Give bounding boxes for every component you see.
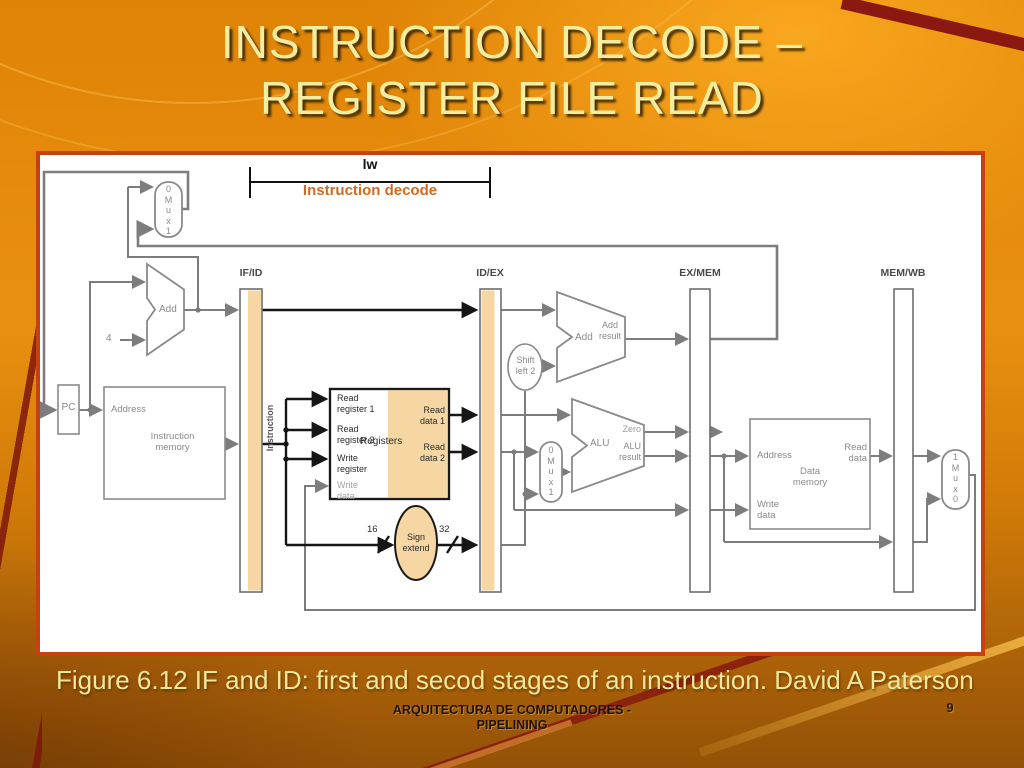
- pipeline-register-idex: [479, 288, 502, 593]
- pipereg-label-ifid: IF/ID: [239, 267, 263, 279]
- instruction-memory-box: [103, 386, 226, 500]
- data-memory-box: [749, 418, 871, 530]
- slide-title: INSTRUCTION DECODE – REGISTER FILE READ: [220, 16, 804, 124]
- write-back-mux: [941, 449, 970, 510]
- reg-write-data-label: Write data: [337, 480, 358, 501]
- bus-width-slashes: [376, 535, 460, 554]
- alu-result-label: ALU result: [618, 441, 641, 462]
- add-pc4-label: Add: [159, 304, 177, 315]
- read-data-1-label: Read data 1: [419, 405, 445, 426]
- write-back-mux-label: 1 M u x 0: [951, 452, 960, 505]
- shift-left-2-unit: [507, 343, 543, 391]
- alu-label: ALU: [590, 438, 610, 449]
- pipereg-label-memwb: MEM/WB: [880, 267, 926, 279]
- figure-panel: lw Instruction decode IF/ID ID/EX EX/MEM…: [36, 151, 985, 656]
- instruction-bus: [262, 399, 288, 545]
- pc-box: [57, 384, 80, 435]
- alu-src-mux: [539, 441, 563, 503]
- wires-gray: [127, 187, 725, 546]
- read-data-2-label: Read data 2: [419, 442, 445, 463]
- pc-src-mux-label: 0 M u x 1: [164, 184, 173, 237]
- instruction-label: lw: [362, 156, 378, 172]
- imem-address-label: Address: [111, 404, 146, 415]
- data-memory-label: Data memory: [792, 466, 828, 488]
- pipereg-label-idex: ID/EX: [476, 267, 504, 279]
- stage-bracket: [249, 167, 491, 198]
- wires-black-arrows: [262, 301, 479, 554]
- sign-extend-label: Sign extend: [402, 532, 430, 553]
- pipereg-label-exmem: EX/MEM: [679, 267, 721, 279]
- pipeline-register-ifid: [239, 288, 263, 593]
- constant-4-label: 4: [106, 333, 112, 344]
- dmem-address-label: Address: [757, 450, 792, 461]
- junction-dots-gray: [87, 307, 727, 497]
- instruction-vertical-label: Instruction: [265, 404, 275, 452]
- junction-dots-black: [283, 427, 289, 462]
- dmem-write-data-label: Write data: [757, 499, 779, 521]
- registers-label: Registers: [360, 436, 403, 447]
- registers-box: [328, 387, 451, 501]
- figure-caption: Figure 6.12 IF and ID: first and secod s…: [56, 665, 974, 695]
- footer-course-title: ARQUITECTURA DE COMPUTADORES - PIPELININ…: [392, 703, 632, 732]
- page-number: 9: [946, 700, 954, 715]
- pipeline-datapath-diagram: lw Instruction decode IF/ID ID/EX EX/MEM…: [40, 155, 981, 652]
- pc-src-mux: [154, 181, 183, 238]
- instruction-memory-label: Instruction memory: [150, 431, 195, 453]
- read-register-1-label: Read register 1: [337, 393, 375, 414]
- pipeline-register-memwb: [893, 288, 914, 593]
- wires-gray-arrows: [40, 170, 976, 611]
- add-branch-unit: [556, 290, 626, 384]
- read-register-2-label: Read register 2: [337, 424, 375, 445]
- add-result-label: Add result: [598, 320, 621, 341]
- shift-left-2-label: Shift left 2: [515, 355, 536, 376]
- alu-src-mux-label: 0 M u x 1: [547, 445, 555, 498]
- sign-extend-unit: [394, 505, 438, 581]
- datapath-svg: [40, 167, 976, 611]
- pipeline-register-exmem: [689, 288, 711, 593]
- add-branch-label: Add: [575, 332, 593, 343]
- pc-label: PC: [61, 402, 76, 413]
- add-pc4-unit: [146, 262, 185, 357]
- alu-unit: [571, 397, 645, 494]
- decor-left-slats: [0, 150, 42, 768]
- dmem-read-data-label: Read data: [844, 442, 867, 464]
- bus-width-32-label: 32: [439, 524, 450, 535]
- bus-width-16-label: 16: [367, 524, 378, 535]
- write-register-label: Write register: [337, 453, 368, 474]
- zero-label: Zero: [622, 424, 641, 434]
- stage-label: Instruction decode: [302, 182, 438, 199]
